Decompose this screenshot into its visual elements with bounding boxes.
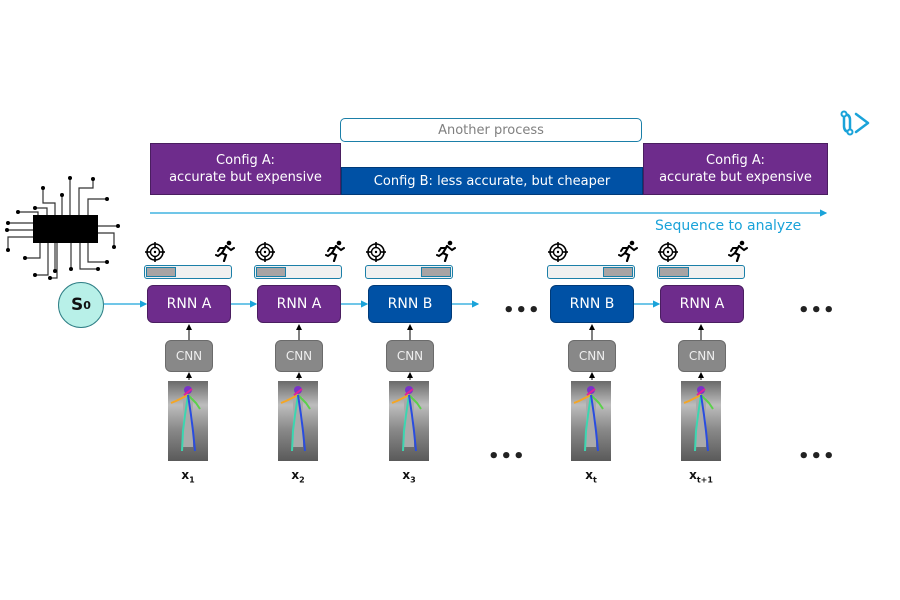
config-a-block: Config A: accurate but expensive [150,143,341,195]
config-b-title: Config B: less accurate, but cheaper [373,173,611,189]
config-a-desc-2: accurate but expensive [659,170,812,185]
microchip-icon [5,176,120,280]
input-frame-image [168,381,208,461]
accuracy-cost-bar-fill [603,267,633,277]
input-label: x3 [402,468,416,485]
accuracy-cost-bar-fill [256,267,286,277]
input-label: xt [585,468,597,485]
rnn-block[interactable]: RNN A [660,285,744,323]
input-frame-image [571,381,611,461]
ellipsis-rnn-2: ••• [798,300,836,321]
cnn-block[interactable]: CNN [678,340,726,372]
rnn-block[interactable]: RNN B [550,285,634,323]
input-label: xt+1 [689,468,713,485]
rnn-block[interactable]: RNN A [147,285,231,323]
input-frame-image [389,381,429,461]
config-b-block: Config B: less accurate, but cheaper [341,167,643,195]
config-a-title-2: Config A: [706,153,765,168]
accuracy-cost-bar [657,265,745,279]
accuracy-cost-bar-fill [146,267,176,277]
another-process-box: Another process [340,118,642,142]
ellipsis-rnn-1: ••• [503,300,541,321]
ellipsis-frames-1: ••• [488,446,526,467]
input-label: x2 [291,468,305,485]
sequence-label: Sequence to analyze [655,218,802,234]
accuracy-cost-bar [365,265,453,279]
initial-state-subscript: 0 [83,298,91,312]
initial-state-label: S [71,295,84,315]
input-label: x1 [181,468,195,485]
config-a-title: Config A: [216,153,275,168]
route-play-icon[interactable] [838,108,872,138]
cnn-block[interactable]: CNN [386,340,434,372]
rnn-block[interactable]: RNN A [257,285,341,323]
accuracy-cost-bar [144,265,232,279]
input-frame-image [278,381,318,461]
cnn-block[interactable]: CNN [568,340,616,372]
cnn-block[interactable]: CNN [165,340,213,372]
accuracy-cost-bar [547,265,635,279]
input-frame-image [681,381,721,461]
accuracy-cost-bar-fill [659,267,689,277]
config-a-block-2: Config A: accurate but expensive [643,143,828,195]
rnn-block[interactable]: RNN B [368,285,452,323]
accuracy-cost-bar-fill [421,267,451,277]
accuracy-cost-bar [254,265,342,279]
ellipsis-frames-2: ••• [798,446,836,467]
config-a-desc: accurate but expensive [169,170,322,185]
cnn-block[interactable]: CNN [275,340,323,372]
